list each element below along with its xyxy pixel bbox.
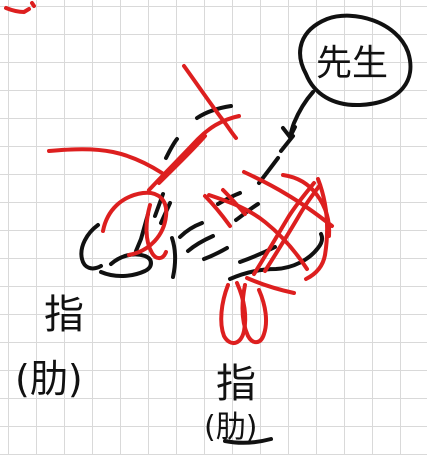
red-finger-left-1 (101, 190, 169, 257)
red-center-slash-2 (242, 170, 334, 228)
red-side-right (221, 188, 247, 216)
red-finger-right-2 (240, 283, 269, 345)
center-joint-stroke-4 (202, 246, 229, 261)
left-finger-label: 指 (44, 292, 84, 338)
red-finger-left-2 (144, 203, 168, 261)
teacher-circle (298, 13, 413, 108)
bottom-label-underline (223, 437, 273, 445)
red-loop-bottom-right (245, 276, 296, 295)
left-finger-sub-label: (肋) (15, 357, 83, 401)
bottom-finger-sub-label: (肋) (204, 410, 257, 445)
center-joint-stroke-2 (178, 221, 204, 239)
top-left-red-mark (4, 1, 36, 14)
red-center-slash (207, 193, 309, 271)
center-joint-stroke-1 (170, 236, 178, 279)
red-cross-stroke-left (47, 147, 164, 175)
bottom-finger-label: 指 (216, 361, 256, 407)
red-side-left (203, 194, 232, 228)
right-finger-bottom (238, 245, 277, 264)
red-cross-stroke-upper (182, 64, 238, 140)
red-cross-stroke-right (304, 177, 330, 281)
finger-stroke-left-1 (79, 223, 103, 271)
red-right-arc (281, 173, 332, 238)
center-joint-stroke-3 (186, 234, 215, 253)
teacher-label: 先生 (316, 43, 388, 84)
red-right-chopstick (252, 181, 316, 276)
finger-stroke-left-2 (99, 252, 153, 278)
chopstick-outline-upper-left (164, 104, 233, 160)
left-chopstick-red-2 (157, 134, 207, 185)
